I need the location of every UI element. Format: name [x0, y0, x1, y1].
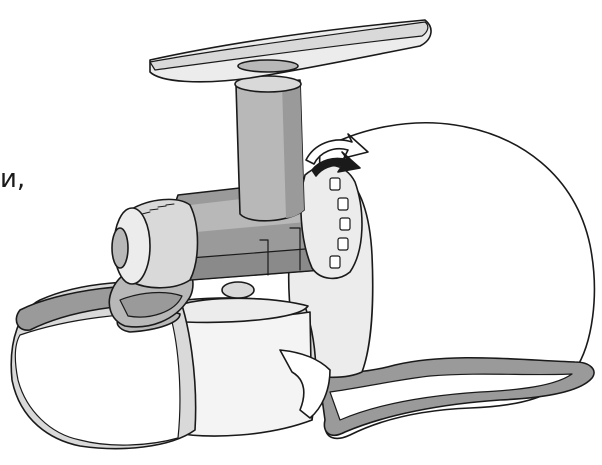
- support-knob: [222, 282, 254, 298]
- outlet-nozzle: [112, 228, 128, 268]
- hopper-opening: [238, 60, 298, 72]
